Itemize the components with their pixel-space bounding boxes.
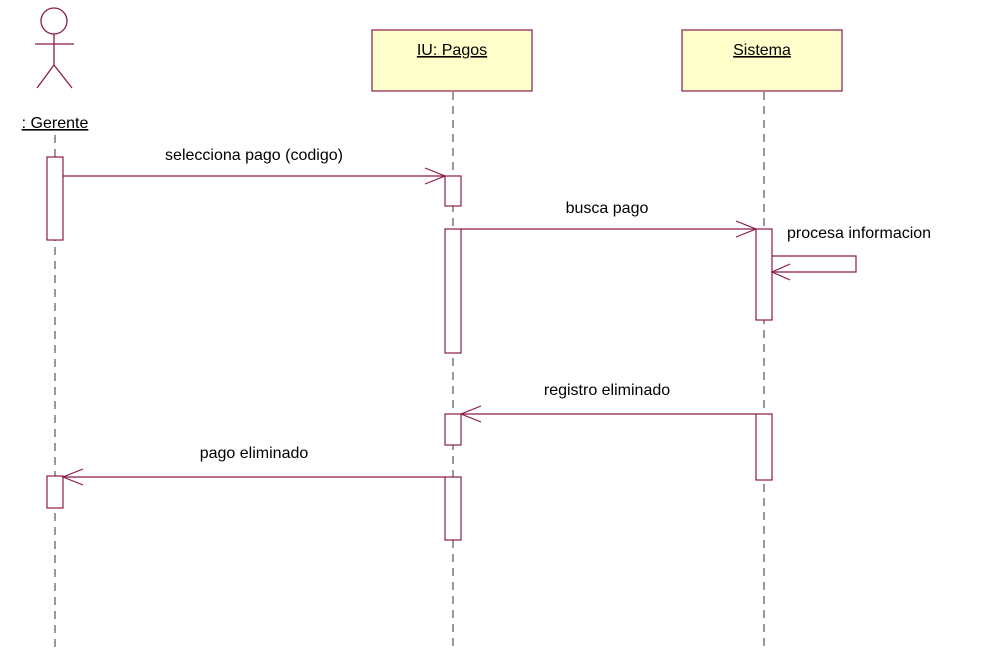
message-label: registro eliminado [544, 382, 670, 399]
message-arrow [459, 405, 756, 423]
actor-label-gerente: : Gerente [22, 115, 89, 132]
activation-gerente-1 [46, 156, 64, 241]
activation-iu-1 [444, 175, 462, 207]
actor-icon [35, 7, 74, 89]
activation-iu-2 [444, 228, 462, 354]
object-label-sistema: Sistema [733, 42, 791, 59]
message-label: procesa informacion [787, 225, 931, 242]
self-message-arrow [770, 255, 857, 281]
message-arrow [63, 167, 447, 185]
activation-iu-3 [444, 413, 462, 446]
object-sistema: Sistema [681, 29, 843, 92]
message-label: selecciona pago (codigo) [165, 147, 343, 164]
message-arrow [461, 220, 758, 238]
object-iu-pagos: IU: Pagos [371, 29, 533, 92]
message-label: pago eliminado [200, 445, 309, 462]
message-label: busca pago [566, 200, 649, 217]
activation-gerente-2 [46, 475, 64, 509]
object-label-iu-pagos: IU: Pagos [417, 42, 487, 59]
activation-iu-4 [444, 476, 462, 541]
activation-sistema-1 [755, 228, 773, 321]
activation-sistema-2 [755, 413, 773, 481]
message-arrow [61, 468, 445, 486]
